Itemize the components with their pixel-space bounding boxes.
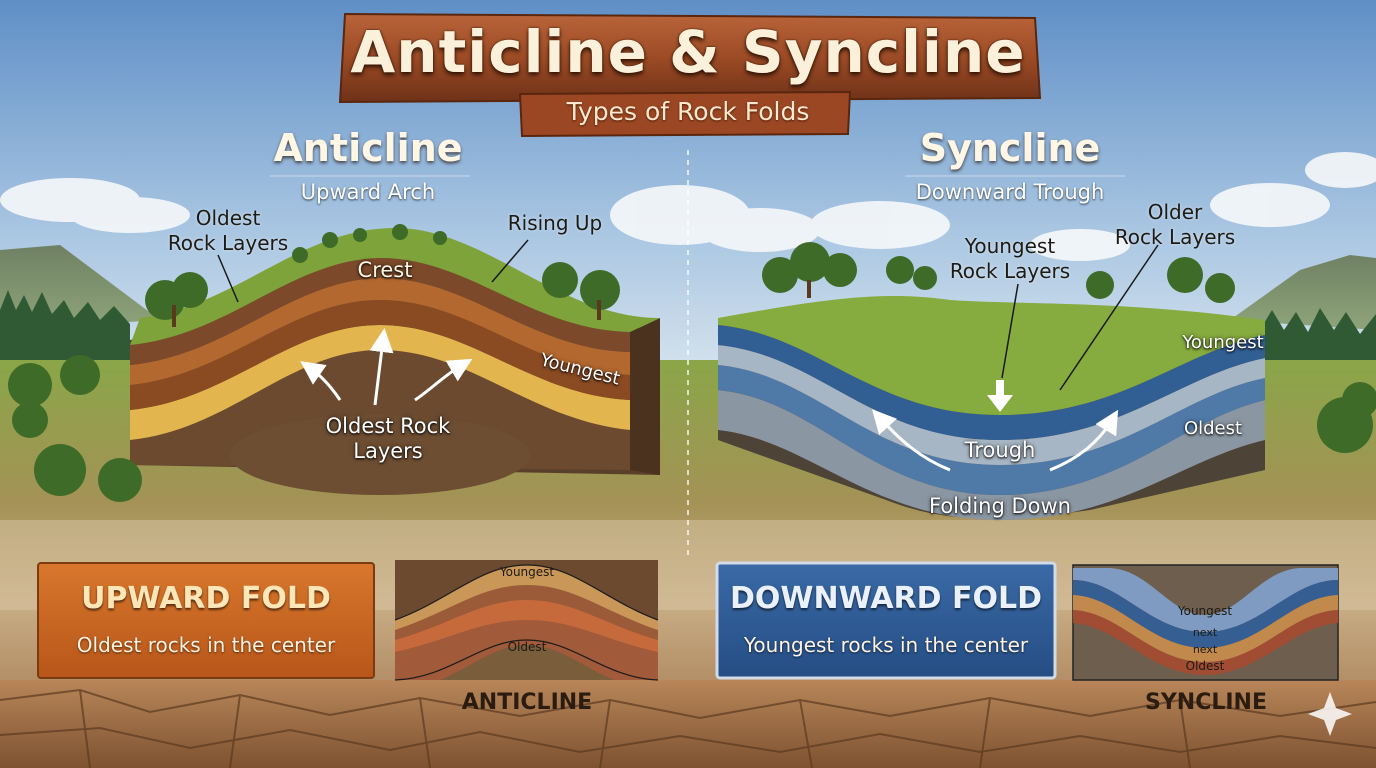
mini-anticline-oldest: Oldest — [507, 640, 547, 654]
downward-fold-description: Youngest rocks in the center — [743, 633, 1029, 657]
upward-fold-description: Oldest rocks in the center — [76, 633, 336, 657]
anticline-block — [130, 227, 660, 495]
anticline-heading: Anticline — [273, 126, 463, 170]
anticline-caption: ANTICLINE — [461, 690, 593, 715]
label-older-rock-layers: Older Rock Layers — [1114, 200, 1236, 249]
mini-syncline-label-2: next — [1192, 626, 1218, 639]
upward-fold-title: UPWARD FOLD — [81, 581, 331, 616]
syncline-heading: Syncline — [919, 126, 1101, 170]
label-syncline-youngest: Youngest — [1182, 332, 1264, 353]
anticline-subheading: Upward Arch — [300, 180, 436, 204]
label-youngest-rock-layers: Youngest Rock Layers — [949, 234, 1071, 283]
label-trough: Trough — [964, 438, 1036, 462]
main-title: Anticline & Syncline — [350, 18, 1026, 86]
label-syncline-oldest: Oldest — [1183, 418, 1243, 439]
label-folding-down: Folding Down — [929, 494, 1071, 518]
mini-syncline-label-1: Youngest — [1177, 604, 1233, 618]
main-subtitle: Types of Rock Folds — [566, 97, 810, 126]
label-oldest-rock-layers-core: Oldest Rock Layers — [325, 414, 451, 463]
label-rising-up: Rising Up — [507, 211, 603, 235]
anticline-mini-diagram — [394, 560, 659, 681]
downward-fold-title: DOWNWARD FOLD — [729, 581, 1043, 616]
syncline-caption: SYNCLINE — [1145, 690, 1267, 715]
label-crest: Crest — [357, 258, 413, 282]
syncline-mini-diagram — [1072, 564, 1339, 681]
label-oldest-rock-layers: Oldest Rock Layers — [167, 206, 289, 255]
mini-syncline-label-4: Oldest — [1185, 659, 1225, 673]
syncline-subheading: Downward Trough — [915, 180, 1105, 204]
mini-anticline-youngest: Youngest — [499, 565, 555, 579]
downward-fold-panel: DOWNWARD FOLD Youngest rocks in the cent… — [717, 563, 1055, 678]
mini-syncline-label-3: next — [1192, 643, 1218, 656]
upward-fold-panel: UPWARD FOLD Oldest rocks in the center — [38, 563, 374, 678]
syncline-block — [718, 296, 1265, 520]
